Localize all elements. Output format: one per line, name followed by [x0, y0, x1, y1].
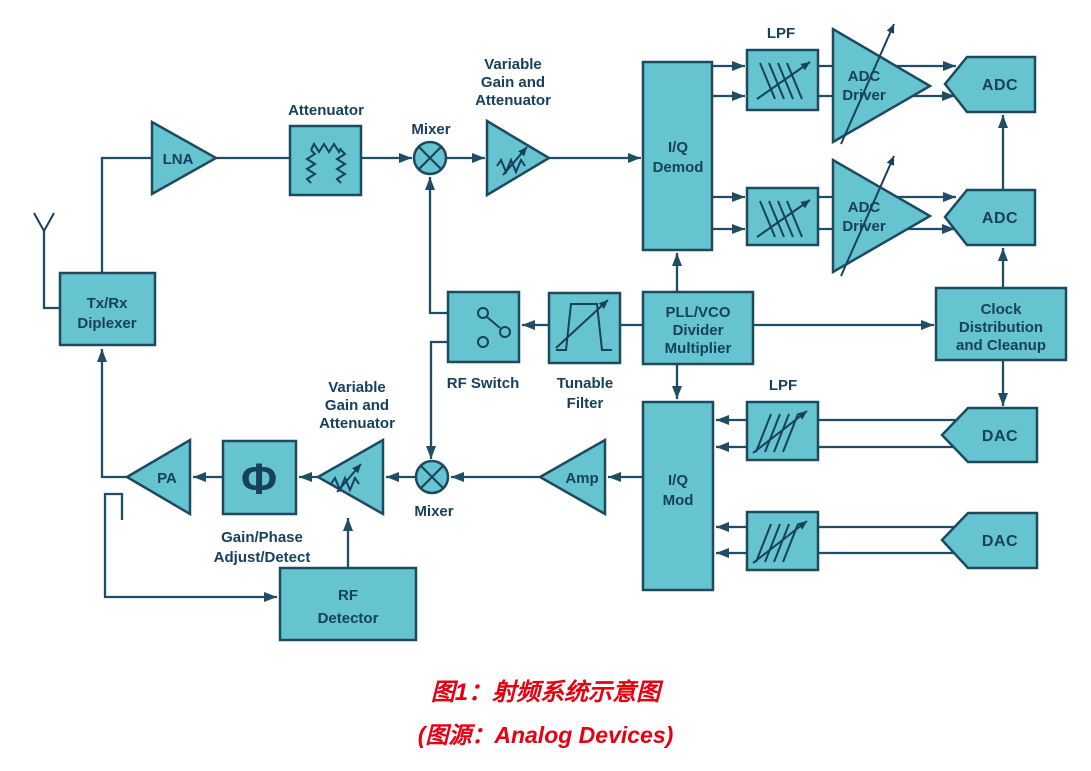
- adc-driver1-label: ADC: [848, 68, 881, 85]
- rx-lpf-label: LPF: [767, 25, 795, 42]
- tx-lpf-label: LPF: [769, 377, 797, 394]
- iq-demod-label: Demod: [653, 159, 704, 176]
- tx-vga-label: Variable: [328, 379, 386, 396]
- rx-vga-arrow-icon: [502, 146, 528, 176]
- pll-label: Divider: [673, 322, 724, 339]
- adc1-label: ADC: [982, 77, 1018, 94]
- adc-driver2-label: ADC: [848, 199, 881, 216]
- dac2-label: DAC: [982, 533, 1018, 550]
- iq-mod-label: I/Q: [668, 472, 688, 489]
- clock-label: Clock: [981, 301, 1023, 318]
- tx-vga-resistor-icon: [330, 475, 360, 493]
- phase-symbol-label: Φ: [241, 455, 277, 504]
- iq-demod-label: I/Q: [668, 139, 688, 156]
- adc-driver1-label: Driver: [842, 87, 886, 104]
- pll-vco-block: [641, 290, 755, 366]
- clock-distribution-block: [934, 286, 1068, 362]
- rf-system-diagram: Tx/Rx Diplexer LNA Attenuator Mixer Vari…: [33, 23, 1068, 642]
- rx-vga-label: Attenuator: [475, 92, 551, 109]
- tx-lpf1-filter-icon: [752, 410, 808, 454]
- wire-pa-to-diplexer: [97, 349, 127, 479]
- attenuator-block: [288, 124, 363, 197]
- dac2-block: [940, 511, 1039, 570]
- lna-amplifier-block: [150, 119, 219, 197]
- adc-driver2-label: Driver: [842, 218, 886, 235]
- rf-switch-block: [446, 290, 521, 364]
- lna-label: LNA: [163, 151, 194, 168]
- antenna-icon: [33, 212, 55, 234]
- rx-vga-resistor-icon: [496, 157, 526, 175]
- tx-rx-diplexer-block: [58, 271, 157, 347]
- pll-label: PLL/VCO: [665, 304, 730, 321]
- tx-lpf2-filter-icon: [752, 520, 808, 564]
- adc-driver2-gain-arrow-icon: [840, 155, 895, 277]
- rx-vga-label: Gain and: [481, 74, 545, 91]
- diplexer-label: Tx/Rx: [87, 295, 129, 312]
- diplexer-label: Diplexer: [77, 315, 136, 332]
- rf-detector-block: [278, 566, 418, 642]
- attenuator-resistor-icon: [310, 141, 342, 155]
- rf-detector-label: Detector: [318, 610, 379, 627]
- amp-block: [537, 437, 607, 517]
- wire-antenna-to-diplexer: [42, 231, 60, 310]
- pll-label: Multiplier: [665, 340, 732, 357]
- wire-switch-to-mixer-rx: [425, 177, 448, 315]
- amp-label: Amp: [565, 470, 598, 487]
- adc-driver1-block: [831, 26, 933, 145]
- wire-coupler-to-rf-detector: [103, 492, 277, 602]
- tx-vga-label: Attenuator: [319, 415, 395, 432]
- labels: Tx/Rx Diplexer LNA Attenuator Mixer Vari…: [77, 25, 1046, 627]
- wire-diplexer-to-lna: [100, 156, 152, 273]
- adc2-block: [943, 188, 1037, 247]
- block-icons: [305, 23, 895, 564]
- iq-demod-block: [641, 60, 714, 252]
- attenuator-resistor-icon: [305, 149, 317, 184]
- rf-detector-label: RF: [338, 587, 358, 604]
- pa-amplifier-block: [124, 437, 192, 517]
- clock-label: and Cleanup: [956, 337, 1046, 354]
- figure-caption-title: 图1：射频系统示意图: [430, 679, 661, 706]
- iq-mod-label: Mod: [663, 492, 694, 509]
- clock-label: Distribution: [959, 319, 1043, 336]
- dac1-label: DAC: [982, 428, 1018, 445]
- wire-switch-to-mixer-tx: [426, 340, 448, 459]
- tx-vga-label: Gain and: [325, 397, 389, 414]
- rx-vga-label: Variable: [484, 56, 542, 73]
- gain-phase-label: Adjust/Detect: [214, 549, 311, 566]
- adc1-block: [943, 55, 1037, 114]
- tunable-filter-response-icon: [555, 299, 612, 351]
- pa-label: PA: [157, 470, 177, 487]
- attenuator-resistor-icon: [335, 149, 347, 184]
- attenuator-label: Attenuator: [288, 102, 364, 119]
- rf-switch-label: RF Switch: [447, 375, 520, 392]
- tx-mixer-label: Mixer: [414, 503, 453, 520]
- iq-mod-block: [641, 400, 715, 592]
- adc2-label: ADC: [982, 210, 1018, 227]
- tunable-filter-label: Filter: [567, 395, 604, 412]
- figure-caption-source: (图源：Analog Devices): [417, 722, 674, 748]
- adc-driver1-gain-arrow-icon: [840, 23, 895, 145]
- gain-phase-label: Gain/Phase: [221, 529, 303, 546]
- blocks: [33, 26, 1068, 642]
- rf-switch-contacts-icon: [477, 307, 511, 348]
- gain-phase-adjust-block: [221, 439, 298, 516]
- dac1-block: [940, 406, 1039, 464]
- tx-vga-arrow-icon: [336, 463, 362, 493]
- rx-lpf2-filter-icon: [756, 199, 811, 238]
- rx-mixer-x-icon: [418, 146, 442, 170]
- tx-mixer-x-icon: [420, 465, 444, 489]
- rx-lpf1-filter-icon: [756, 61, 811, 100]
- rx-mixer-label: Mixer: [411, 121, 450, 138]
- tunable-filter-label: Tunable: [557, 375, 613, 392]
- adc-driver2-block: [831, 157, 933, 275]
